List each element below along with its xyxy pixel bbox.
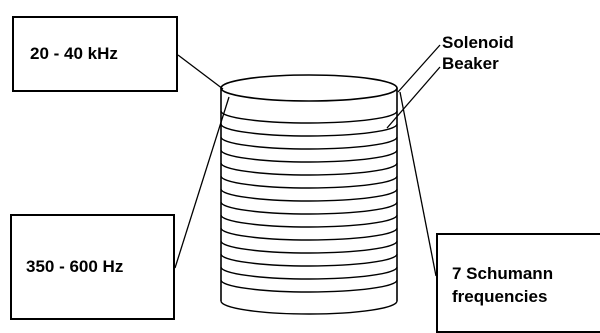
cylinder-bottom-arc xyxy=(220,300,398,315)
schumann-label: 7 Schumann frequencies xyxy=(452,264,554,306)
leader-beaker xyxy=(386,66,441,129)
leader-khz xyxy=(177,54,224,90)
beaker-label: Beaker xyxy=(442,54,499,73)
leader-solenoid xyxy=(397,44,441,93)
schumann-box: 7 Schumann frequencies xyxy=(436,233,600,333)
freq-hz-label: 350 - 600 Hz xyxy=(26,257,124,276)
winding xyxy=(220,136,398,150)
solenoid-label: Solenoid xyxy=(442,33,514,52)
winding xyxy=(220,201,398,215)
freq-khz-box: 20 - 40 kHz xyxy=(12,16,178,92)
leader-schumann xyxy=(399,91,437,277)
solenoid-windings xyxy=(220,110,398,315)
leader-lines xyxy=(174,44,441,277)
winding xyxy=(220,162,398,176)
freq-hz-box: 350 - 600 Hz xyxy=(10,214,175,320)
winding xyxy=(220,266,398,280)
freq-khz-label: 20 - 40 kHz xyxy=(30,44,118,63)
beaker-top-ellipse xyxy=(220,74,398,102)
winding xyxy=(220,149,398,163)
winding xyxy=(220,214,398,228)
winding xyxy=(220,240,398,254)
winding xyxy=(220,110,398,124)
winding xyxy=(220,175,398,189)
winding xyxy=(220,227,398,241)
winding xyxy=(220,188,398,202)
leader-hz xyxy=(174,96,230,269)
winding xyxy=(220,123,398,137)
winding xyxy=(220,279,398,293)
winding xyxy=(220,253,398,267)
solenoid-beaker-diagram xyxy=(174,44,441,315)
